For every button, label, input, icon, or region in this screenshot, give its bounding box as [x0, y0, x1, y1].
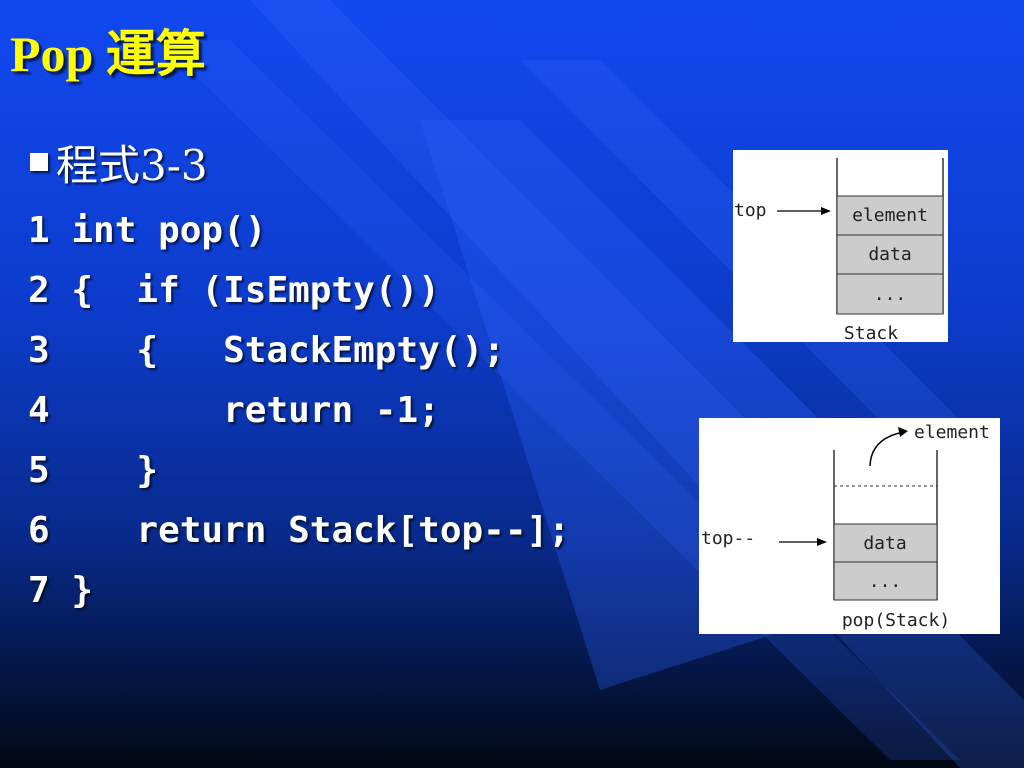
top-pointer-label: top-- [701, 528, 755, 549]
line-number: 6 [28, 510, 50, 551]
cell-label: element [852, 205, 928, 226]
stack-diagram-svg: element data ... top Stack [734, 158, 944, 342]
arrow-head-icon [898, 427, 908, 437]
code-line: 4 return -1; [28, 381, 570, 441]
popped-element-label: element [914, 422, 990, 443]
pop-curve-arrow [869, 431, 905, 467]
line-number: 3 [28, 330, 50, 371]
pop-stack-diagram-svg: data ... element top-- pop(Stack) [701, 422, 990, 631]
stack-diagram: element data ... top Stack [733, 150, 948, 342]
cell-label: data [868, 244, 911, 265]
stack-caption: pop(Stack) [842, 610, 950, 631]
bullet-text: 程式3-3 [56, 140, 208, 190]
code-line: 6 return Stack[top--]; [28, 501, 570, 561]
code-line: 2 { if (IsEmpty()) [28, 261, 570, 321]
code-line: 5 } [28, 441, 570, 501]
slide-title: Pop 運算 [10, 26, 206, 82]
arrow-head-icon [821, 207, 831, 215]
code-text: { StackEmpty(); [71, 330, 505, 371]
code-line: 1 int pop() [28, 201, 570, 261]
line-number: 7 [28, 570, 50, 611]
cell-label: ... [869, 571, 902, 592]
arrow-head-icon [817, 538, 827, 546]
line-number: 2 [28, 270, 50, 311]
stack-caption: Stack [844, 323, 898, 342]
top-pointer-label: top [734, 200, 767, 221]
cell-label: ... [874, 284, 907, 305]
stack-cell [836, 234, 944, 275]
code-text: } [71, 570, 94, 611]
code-text: int pop() [71, 210, 267, 251]
pop-stack-diagram: data ... element top-- pop(Stack) [699, 418, 1000, 634]
code-text: return Stack[top--]; [71, 510, 570, 551]
code-text: return -1; [71, 390, 440, 431]
stack-cell [833, 561, 938, 601]
stack-cell [833, 523, 938, 563]
code-text: } [71, 450, 159, 491]
stack-cell [836, 273, 944, 315]
line-number: 5 [28, 450, 50, 491]
code-listing: 1 int pop() 2 { if (IsEmpty()) 3 { Stack… [28, 201, 570, 621]
cell-label: data [863, 533, 906, 554]
code-line: 7 } [28, 561, 570, 621]
code-line: 3 { StackEmpty(); [28, 321, 570, 381]
code-text: { if (IsEmpty()) [71, 270, 440, 311]
line-number: 4 [28, 390, 50, 431]
line-number: 1 [28, 210, 50, 251]
bullet-heading: 程式3-3 [30, 130, 208, 194]
square-bullet-icon [30, 153, 48, 171]
